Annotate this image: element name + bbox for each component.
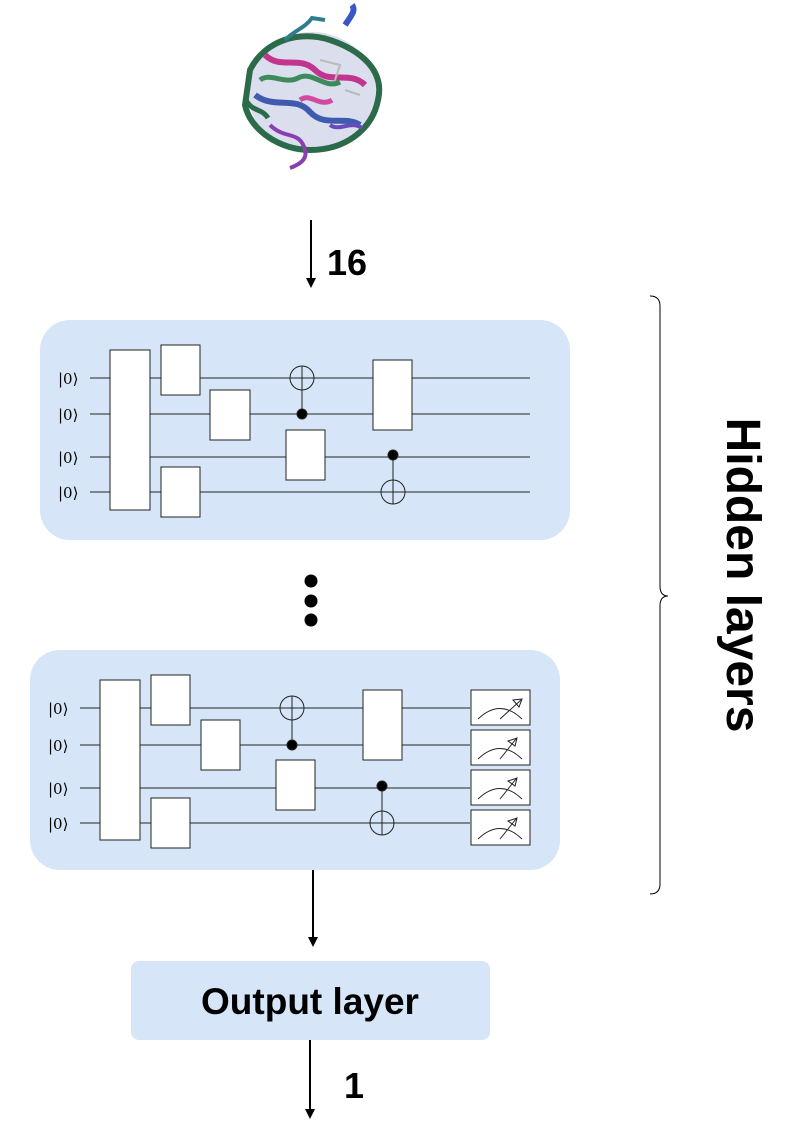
hidden-layers-brace [649,295,669,895]
measurement-meter-icon [470,809,531,846]
hidden-layer-panel-top: |0⟩ |0⟩ |0⟩ |0⟩ [40,320,570,540]
qubit-label: |0⟩ [48,700,68,718]
qubit-label: |0⟩ [48,815,68,833]
qubit-label: |0⟩ [58,406,78,424]
rotation-gate [200,719,241,771]
measurement-meter-icon [470,769,531,806]
qubit-label: |0⟩ [48,737,68,755]
protein-structure-icon [241,3,383,170]
two-qubit-gate [362,689,403,761]
ellipsis-dots [304,574,318,627]
rotation-gate [150,674,191,726]
cnot-gate [380,449,406,505]
hidden-layer-panel-bottom: |0⟩ |0⟩ |0⟩ |0⟩ [30,650,560,870]
two-qubit-gate [372,359,413,431]
encoding-gate [109,349,151,511]
output-layer-label: Output layer [201,981,419,1022]
input-arrow-label: 16 [327,242,367,283]
hidden-layers-label: Hidden layers [716,418,769,733]
cnot-gate [279,695,305,751]
rotation-gate [160,344,201,396]
rotation-gate [160,466,201,518]
rotation-gate [209,389,251,441]
qubit-label: |0⟩ [58,484,78,502]
qubit-label: |0⟩ [58,449,78,467]
cnot-gate [369,780,395,836]
measurement-meter-icon [470,689,531,726]
encoding-gate [99,679,141,841]
output-arrow-label: 1 [344,1065,364,1106]
rotation-gate [285,429,326,481]
rotation-gate [150,797,191,849]
cnot-gate [289,365,315,420]
measurement-meter-icon [470,729,531,766]
output-layer-box: Output layer [131,961,490,1040]
qubit-label: |0⟩ [58,370,78,388]
qubit-label: |0⟩ [48,780,68,798]
rotation-gate [275,759,316,811]
